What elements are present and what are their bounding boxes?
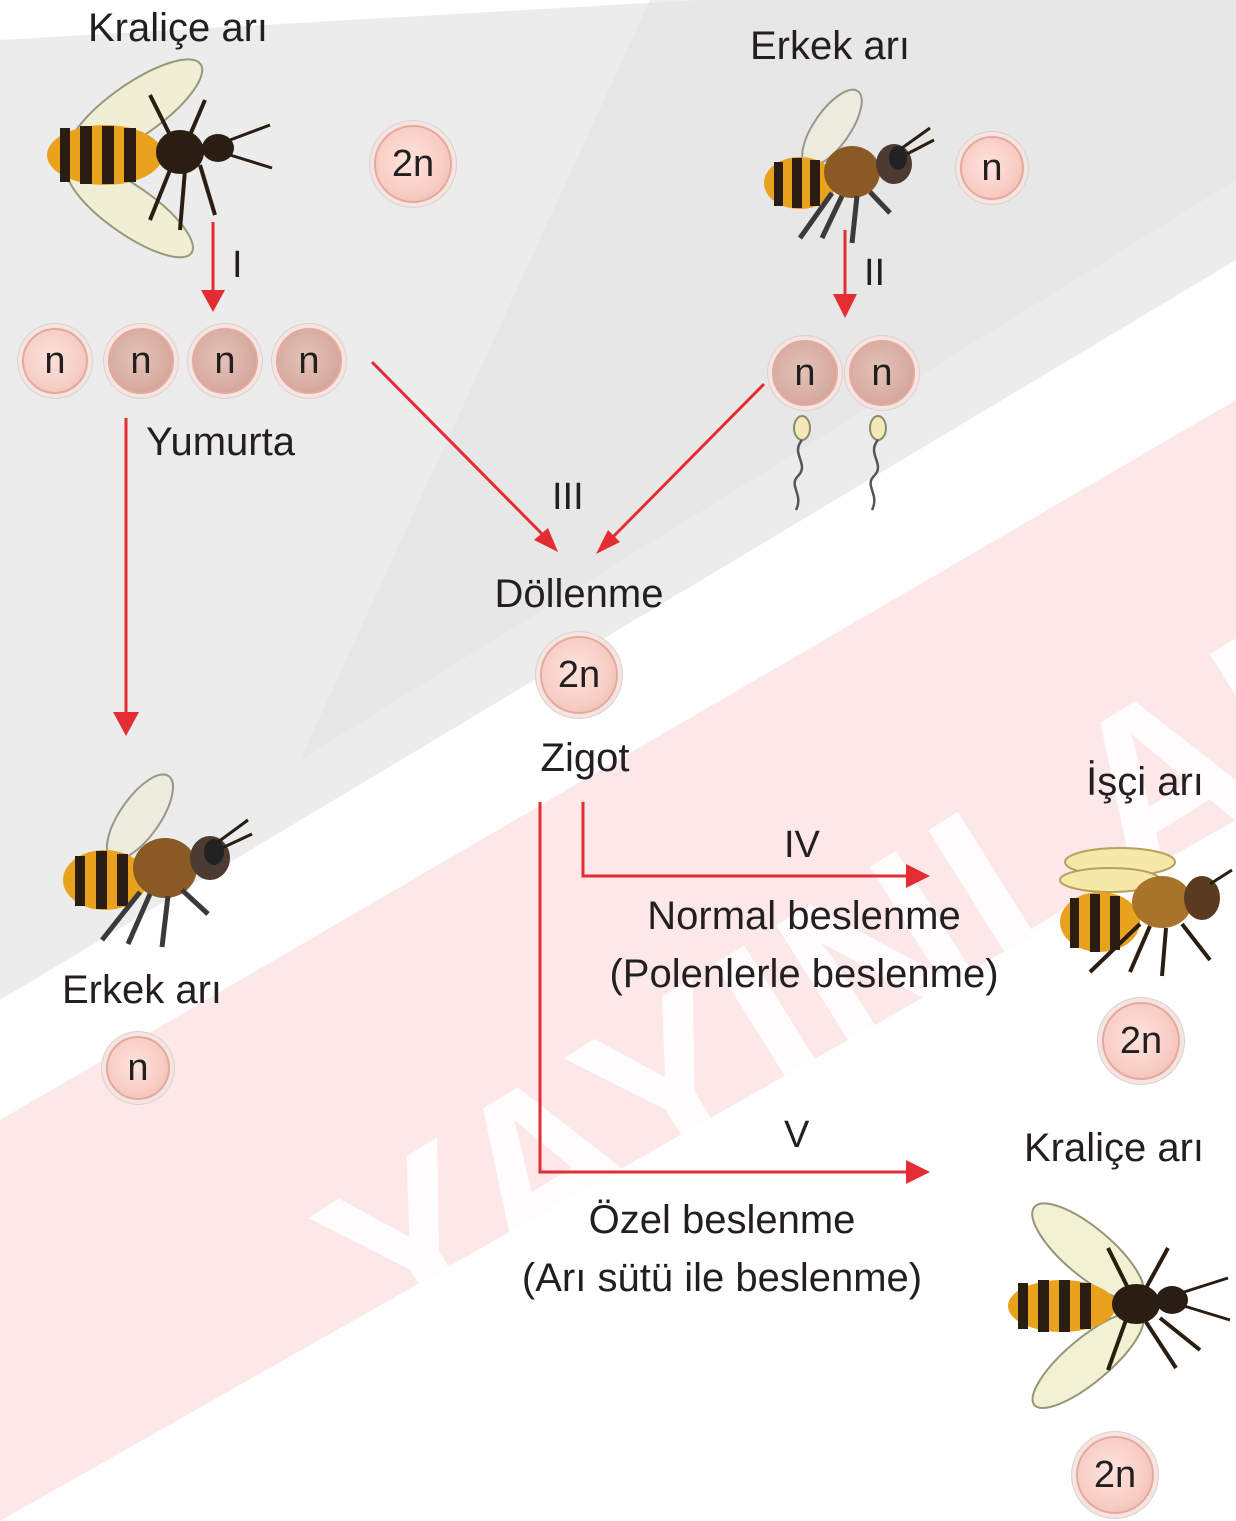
worker-feeding-line2: (Polenlerle beslenme) [609,954,998,994]
queen-top-label: Kraliçe arı [88,8,268,48]
male-top-ploidy-cell: n [960,136,1024,200]
male-bottom-label: Erkek arı [62,970,222,1010]
male-bee-top-illustration [752,88,942,248]
step-iv-label: IV [784,826,820,864]
queen-bottom-ploidy-cell: 2n [1076,1436,1154,1514]
step-i-label: I [232,246,243,284]
fertilization-label: Döllenme [495,574,664,614]
arrow-parthenogenesis-head [113,712,139,736]
male-bee-bottom-illustration [50,772,260,952]
zygote-label: Zigot [541,738,630,778]
egg-cell: n [22,328,88,394]
worker-label: İşçi arı [1086,762,1204,802]
arrow-iii-sperm [606,384,764,544]
arrow-iv [583,802,918,876]
arrow-iii-egg [372,362,548,540]
step-iii-label: III [552,478,584,516]
step-ii-label: II [864,254,885,292]
arrow-v-head [906,1160,930,1184]
queen-top-ploidy-cell: 2n [374,125,452,203]
sperm-cells-illustration [780,414,890,514]
queen-bottom-label: Kraliçe arı [1024,1128,1204,1168]
worker-ploidy-cell: 2n [1102,1002,1180,1080]
arrow-iv-head [906,864,930,888]
arrow-ii-head [833,294,857,318]
step-v-label: V [784,1116,809,1154]
eggs-label: Yumurta [146,422,295,462]
zygote-ploidy-cell: 2n [540,636,618,714]
worker-feeding-line1: Normal beslenme [647,896,960,936]
sperm-cell: n [849,340,915,406]
male-bottom-ploidy-cell: n [106,1036,170,1100]
queen-feeding-line1: Özel beslenme [589,1200,856,1240]
arrow-i-head [201,290,225,312]
queen-feeding-line2: (Arı sütü ile beslenme) [522,1258,922,1298]
male-top-label: Erkek arı [750,26,910,66]
queen-bee-bottom-illustration [1000,1200,1236,1410]
sperm-cell: n [772,340,838,406]
egg-cell: n [108,328,174,394]
egg-cell: n [192,328,258,394]
queen-bee-top-illustration [40,40,280,270]
worker-bee-illustration [1050,840,1236,980]
egg-cell: n [276,328,342,394]
